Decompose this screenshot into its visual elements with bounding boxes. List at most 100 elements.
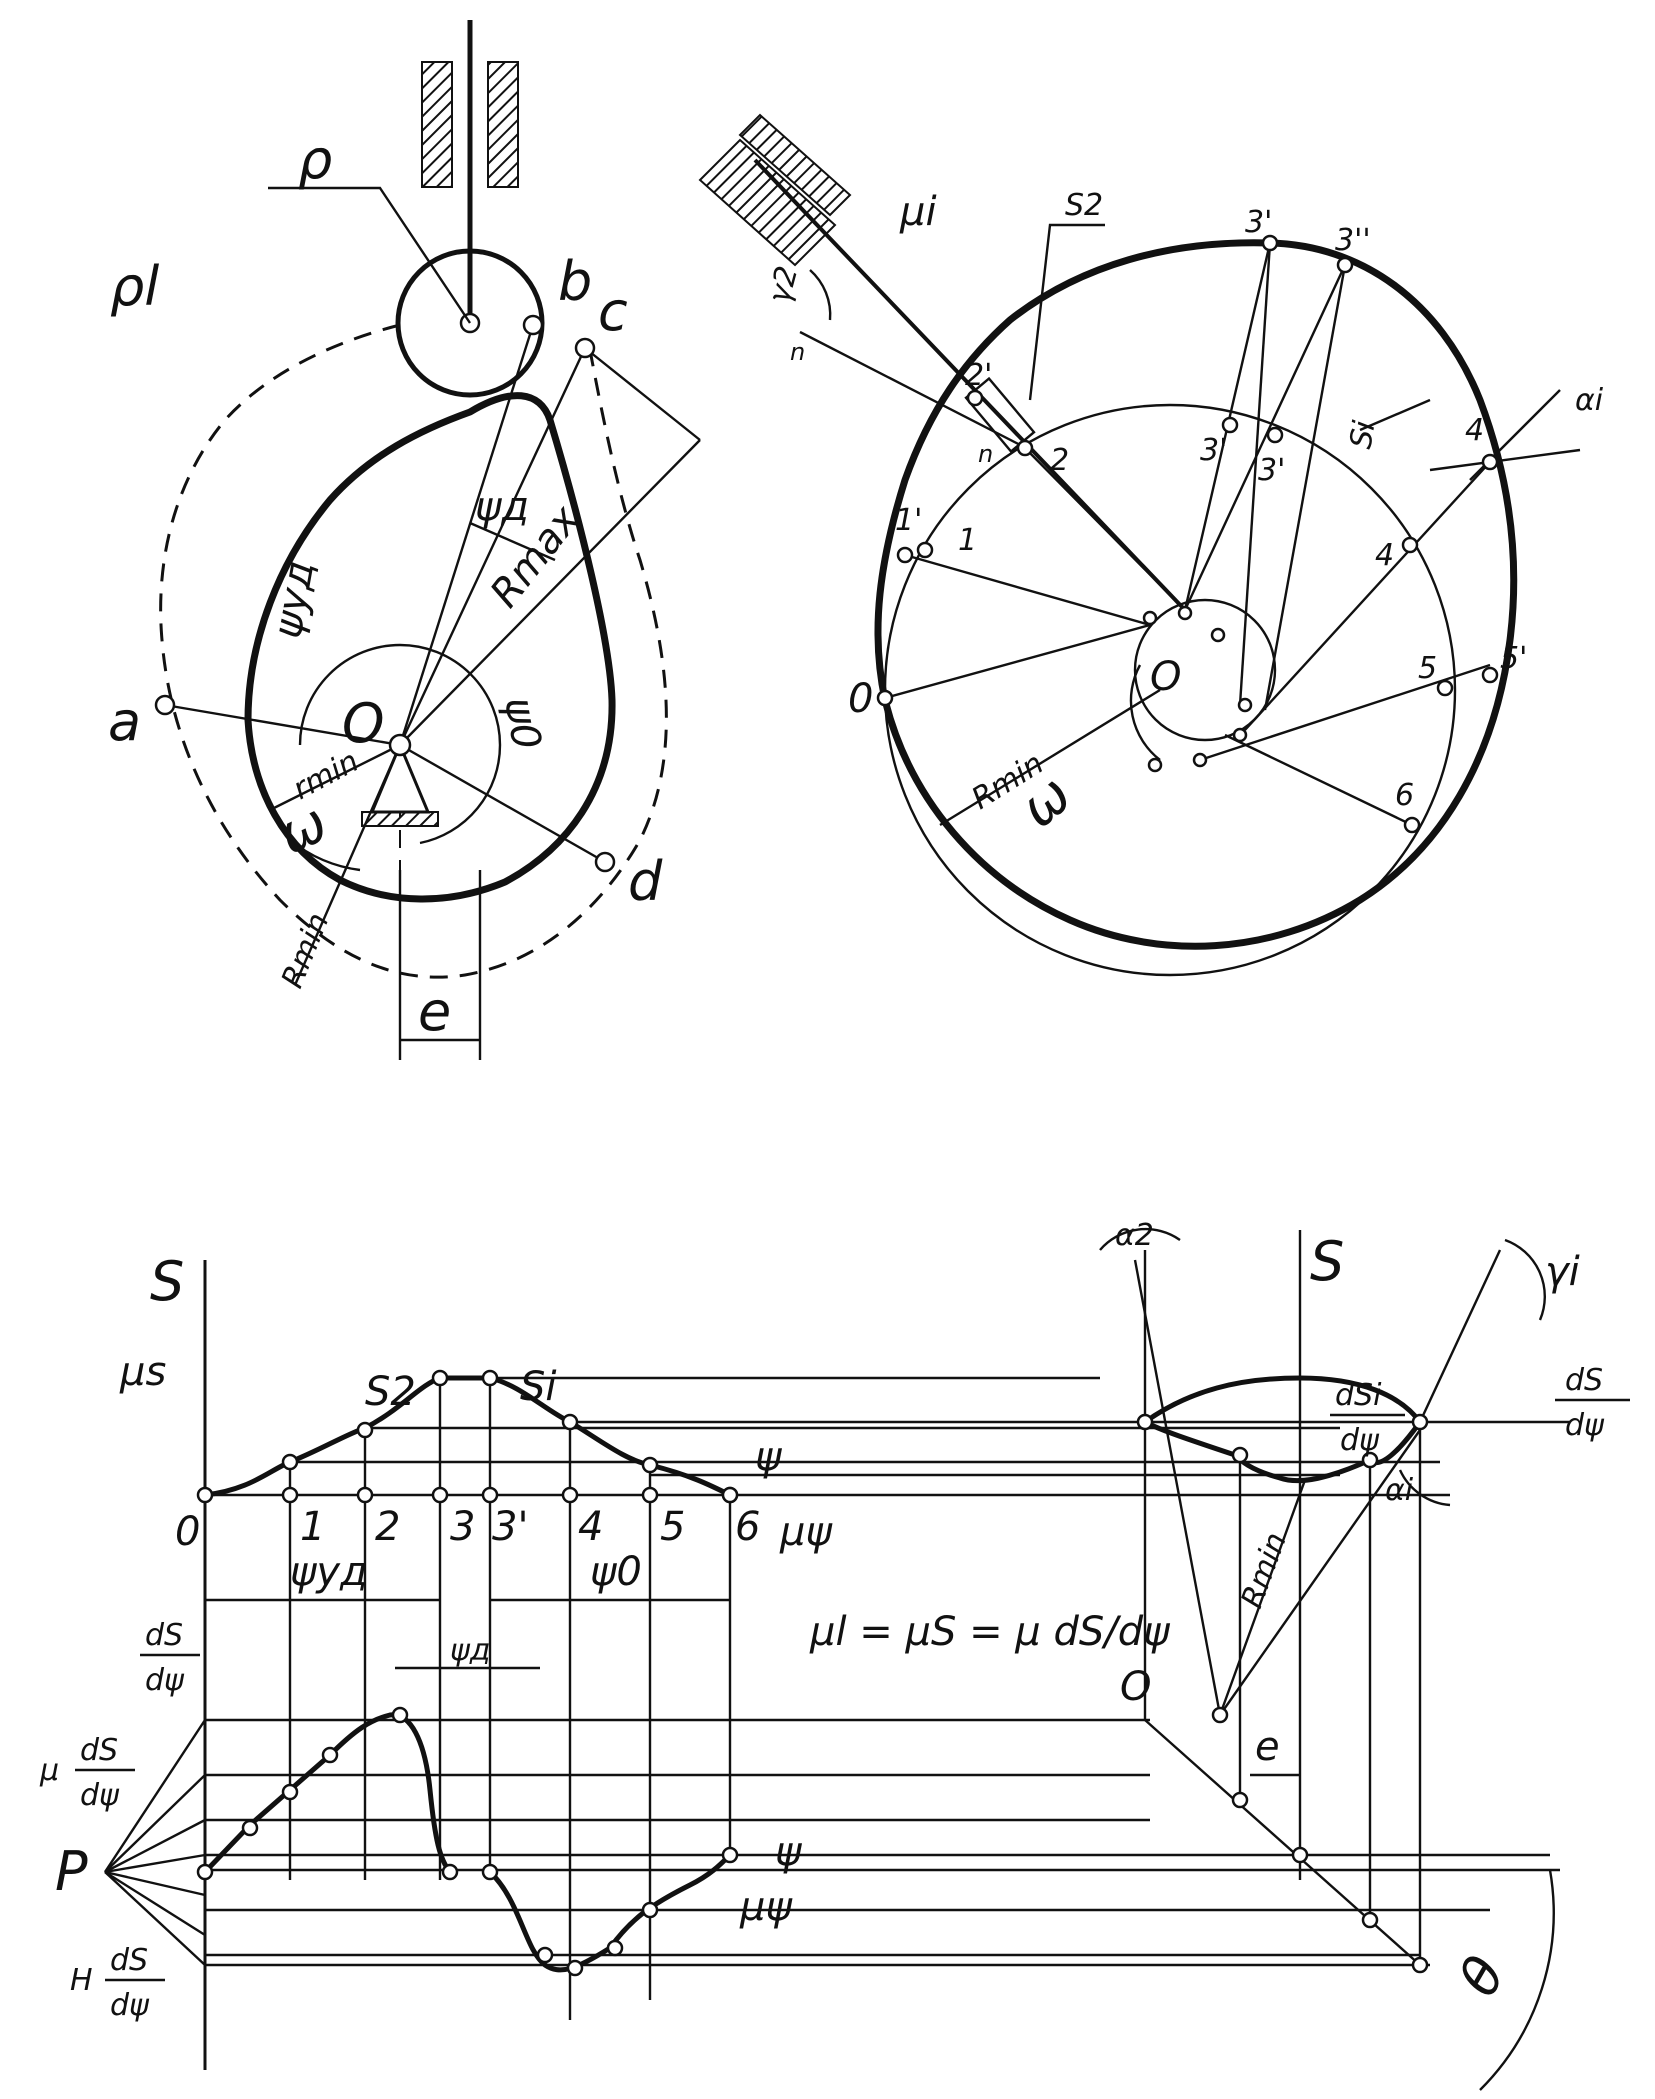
pivot-hatch <box>361 811 439 827</box>
cam-actual-profile <box>244 392 616 903</box>
label-dS-right-den: dψ <box>1565 1408 1605 1443</box>
s2-leader <box>1028 223 1105 401</box>
label-O-b: O <box>1120 1664 1151 1710</box>
cline-6 <box>1224 733 1413 827</box>
cam-pitch-profile <box>159 323 668 979</box>
guide-left-hatch <box>421 61 453 188</box>
left-cam-panel: ρ ρl b c a d O e ψуд ψд ψ0 rmin Rmax Rmi… <box>108 20 701 1060</box>
pivot-O <box>388 733 412 757</box>
right-points <box>876 234 1499 834</box>
label-c: c <box>598 280 628 343</box>
label-psi-ud-b: ψуд <box>290 1549 368 1595</box>
label-5: 5 <box>1418 651 1437 686</box>
label-S-axis: S <box>150 1250 184 1313</box>
label-H-dpsi-den: dψ <box>110 1988 150 2023</box>
label-t4: 4 <box>578 1504 603 1550</box>
incl-guide-hatch-2 <box>738 113 852 217</box>
cline-2 <box>1024 447 1186 611</box>
label-alpha2: α2 <box>1115 1218 1154 1253</box>
label-t6: 6 <box>735 1504 760 1550</box>
label-R-min-b: Rmin <box>1235 1528 1294 1613</box>
theta-arc <box>1479 1869 1555 2091</box>
incl-guide-hatch-1 <box>698 138 837 267</box>
cline-4 <box>1244 461 1491 731</box>
label-mu-prefix: μ <box>39 1753 59 1788</box>
label-5p: 5' <box>1500 641 1527 676</box>
S-curve-points <box>196 1369 739 1504</box>
label-mu-dpsi-den: dψ <box>80 1778 120 1813</box>
label-theta: θ <box>1447 1946 1518 2006</box>
cline-3d <box>1263 264 1347 711</box>
rho-leader <box>268 186 471 324</box>
label-6: 6 <box>1395 778 1414 813</box>
label-0-right: 0 <box>848 676 873 722</box>
label-t3: 3 <box>450 1504 475 1550</box>
label-n2: n <box>978 440 993 468</box>
label-alpha-i-b: αi <box>1385 1473 1414 1508</box>
label-t0: 0 <box>175 1509 200 1555</box>
point-b <box>522 314 544 336</box>
ray-rmin-inner <box>269 743 401 812</box>
label-d: d <box>628 850 663 913</box>
label-mu-s: μs <box>119 1349 166 1395</box>
cline-5 <box>1199 663 1491 762</box>
label-t2: 2 <box>375 1504 400 1550</box>
loop-points <box>1136 1413 1429 1974</box>
label-psi-0: ψ0 <box>495 694 549 753</box>
cline-1 <box>904 553 1151 627</box>
point-c <box>574 337 596 359</box>
label-dSi-den: dψ <box>1340 1423 1380 1458</box>
offset-circle <box>1133 598 1277 742</box>
label-psi-d-b: ψд <box>450 1633 491 1668</box>
gamma-i-line <box>1418 1249 1502 1423</box>
label-alpha-i-top: αi <box>1575 383 1604 418</box>
diag-45-line <box>1144 1719 1421 1966</box>
vertical-gridlines <box>288 1378 732 2020</box>
label-a: a <box>108 690 141 753</box>
alpha2-arc <box>1099 1227 1181 1251</box>
label-2p: 2' <box>965 358 992 393</box>
dsdpsi-points <box>196 1706 739 1977</box>
si-tick <box>1359 398 1431 432</box>
label-dSi-num: dSi <box>1335 1378 1382 1413</box>
label-si-top: Si <box>1343 418 1382 452</box>
label-rho-l: ρl <box>110 255 159 318</box>
rmin-ray-b <box>1219 1429 1421 1716</box>
label-mu-psi: μψ <box>779 1509 833 1555</box>
ray-to-c <box>398 347 587 746</box>
label-mu-i: μi <box>899 189 937 235</box>
incl-follower-axis <box>753 158 1187 612</box>
label-n1: n <box>790 338 805 366</box>
label-R-min-left: Rmin <box>275 908 336 993</box>
pole-rays <box>103 1719 207 1966</box>
gamma-i-arc <box>1504 1238 1546 1321</box>
cline-3c <box>1183 264 1347 611</box>
label-mu-psi-b: μψ <box>739 1884 793 1930</box>
point-a <box>154 694 176 716</box>
label-psi-ud: ψуд <box>265 557 324 642</box>
rmax-tick <box>584 347 701 441</box>
label-4: 4 <box>1375 538 1394 573</box>
label-Si-curve: Si <box>520 1364 557 1410</box>
ray-to-b <box>398 324 535 746</box>
label-t5: 5 <box>660 1504 685 1550</box>
omega-arc <box>289 839 361 872</box>
inner-arc <box>1129 664 1161 761</box>
label-S2-curve: S2 <box>365 1369 416 1415</box>
alpha-i-line <box>1429 448 1581 472</box>
right-cam-panel: μi S2 n n γ2 3' 3'' 3' 3' 4' Si αi 2' 2 … <box>698 113 1604 977</box>
label-e-b: e <box>1255 1724 1280 1770</box>
label-3c: 3' <box>1200 433 1227 468</box>
point-d <box>594 851 616 873</box>
rmin-ray-c <box>1218 1479 1307 1716</box>
alpha-i-arc <box>1398 1469 1451 1507</box>
label-1p: 1' <box>895 503 922 538</box>
label-dpsi-den: dψ <box>145 1663 185 1698</box>
ray-to-a <box>164 703 401 747</box>
label-psi-0-b: ψ0 <box>590 1549 642 1595</box>
label-2: 2 <box>1050 443 1069 478</box>
label-dS-num: dS <box>145 1618 183 1653</box>
label-gamma-i: γi <box>1545 1249 1580 1295</box>
label-dS-right-num: dS <box>1565 1363 1603 1398</box>
